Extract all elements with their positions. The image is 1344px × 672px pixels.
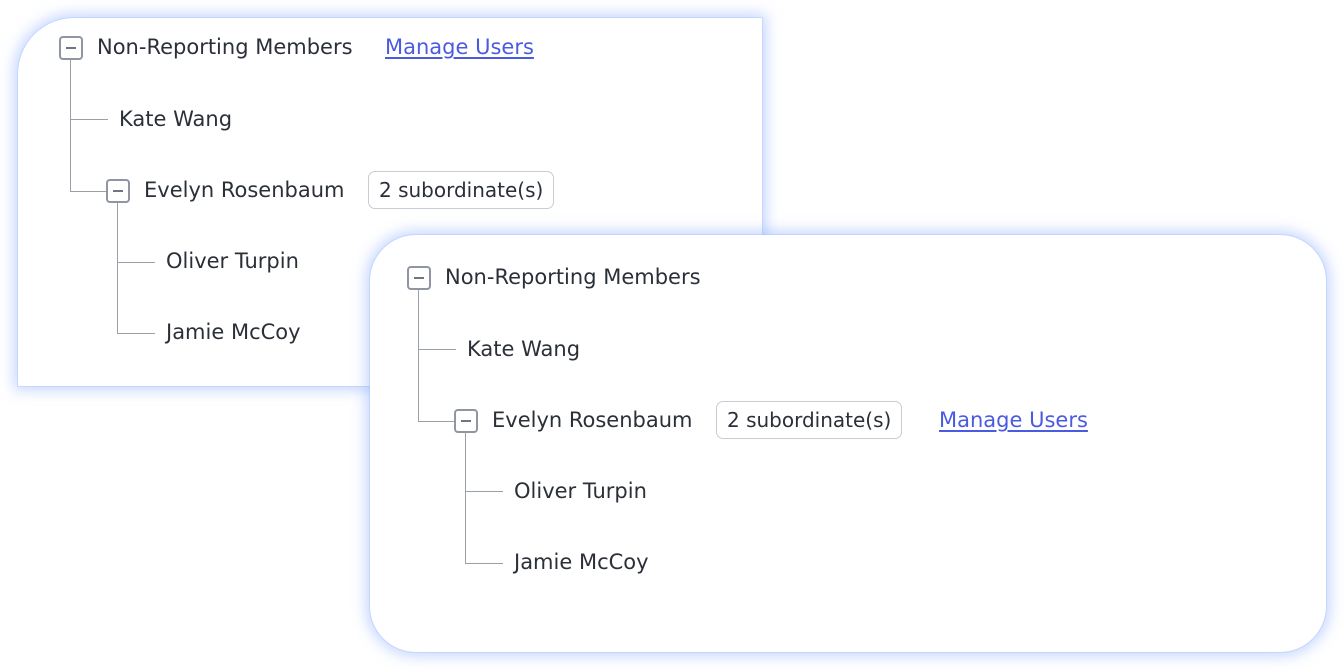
tree-line: [117, 202, 118, 333]
root-node-label: Non-Reporting Members: [445, 265, 701, 289]
tree-line: [117, 333, 155, 334]
collapse-toggle-root[interactable]: [59, 36, 83, 60]
tree-line: [70, 191, 106, 192]
hierarchy-panel-front: Non-Reporting Members Kate Wang Evelyn R…: [370, 235, 1326, 652]
tree-line: [418, 421, 454, 422]
collapse-toggle-root[interactable]: [407, 266, 431, 290]
tree-line: [70, 60, 71, 192]
root-node-label: Non-Reporting Members: [97, 35, 353, 59]
subordinate-count-badge: 2 subordinate(s): [368, 171, 555, 209]
minus-icon: [461, 420, 471, 422]
tree-line: [418, 349, 456, 350]
group-node-label[interactable]: Evelyn Rosenbaum: [144, 178, 345, 202]
minus-icon: [414, 277, 424, 279]
collapse-toggle-evelyn[interactable]: [106, 179, 130, 203]
collapse-toggle-evelyn[interactable]: [454, 409, 478, 433]
tree-line: [117, 262, 155, 263]
member-label-jamie-mccoy[interactable]: Jamie McCoy: [166, 320, 301, 344]
manage-users-link[interactable]: Manage Users: [385, 35, 534, 59]
subordinate-count-badge: 2 subordinate(s): [716, 401, 903, 439]
minus-icon: [66, 47, 76, 49]
member-label-oliver-turpin[interactable]: Oliver Turpin: [514, 479, 647, 503]
member-label-kate-wang[interactable]: Kate Wang: [467, 337, 581, 361]
manage-users-link[interactable]: Manage Users: [939, 408, 1088, 432]
tree-line: [418, 289, 419, 421]
tree-line: [465, 563, 503, 564]
tree-line: [465, 432, 466, 563]
member-label-kate-wang[interactable]: Kate Wang: [119, 107, 233, 131]
minus-icon: [113, 190, 123, 192]
tree-line: [70, 119, 108, 120]
member-label-oliver-turpin[interactable]: Oliver Turpin: [166, 249, 299, 273]
group-node-label[interactable]: Evelyn Rosenbaum: [492, 408, 693, 432]
tree-line: [465, 491, 503, 492]
member-label-jamie-mccoy[interactable]: Jamie McCoy: [514, 550, 649, 574]
